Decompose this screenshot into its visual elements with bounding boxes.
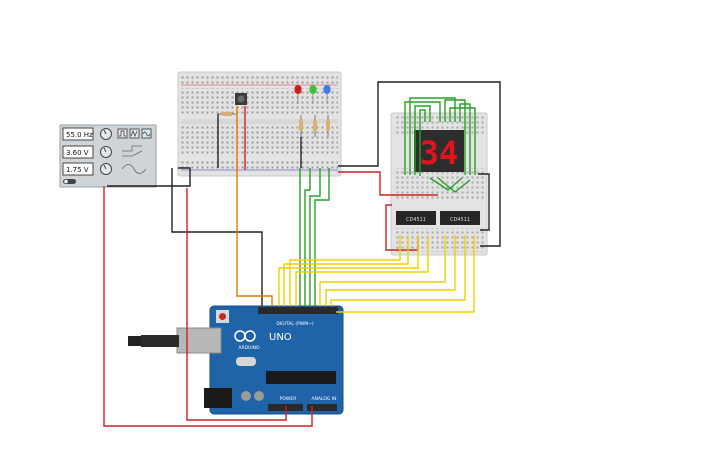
resistor-led-green [313,115,317,137]
wire-orange-button [236,106,273,306]
ic-left-label: CD4511 [406,217,426,223]
wire-green-seg-1 [404,101,441,175]
resistor-led-blue [326,115,330,137]
analog-header-label: ANALOG IN [311,396,336,402]
wire-yellow-4 [295,235,429,306]
resistor-button [218,112,236,116]
arduino-uno[interactable]: DIGITAL (PWM~) ARDUINO UNO POWER ANALOG … [128,305,344,415]
wire-black-gen-gnd [107,167,191,187]
digital-header [258,307,338,314]
wire-green-cross-2 [437,177,471,193]
wire-red-rail [338,171,438,196]
ic-decoder-right[interactable]: CD4511 [440,211,480,225]
wire-yellow-7 [330,235,466,306]
wire-green-4 [314,168,330,306]
wire-green-seg-5 [444,99,466,175]
wire-yellow-2 [283,235,409,306]
power-jack [204,388,232,408]
wire-green-3 [309,168,321,306]
triangle-wave-button-icon[interactable] [129,128,140,139]
wire-green-2 [304,168,311,306]
ic-decoder-left[interactable]: CD4511 [396,211,436,225]
power-header-label: POWER [280,396,297,402]
wire-green-seg-3 [414,105,431,175]
wire-yellow-6 [325,235,456,306]
frequency-display: 55.0 Hz [66,131,93,139]
led-1[interactable] [309,85,317,104]
wire-red-5v [186,188,287,421]
wire-green-cross-1 [429,177,463,191]
wire-yellow-5 [319,235,446,306]
led-0[interactable] [294,85,302,104]
arduino-brand: ARDUINO [238,345,260,351]
wire-black-loop [171,168,263,306]
usb-cable [141,335,179,347]
main-breadboard[interactable] [177,71,342,177]
wire-green-seg-2 [409,97,456,175]
wires[interactable] [103,81,501,427]
offset-display: 1.75 V [66,166,89,174]
wire-black-right [478,173,490,231]
wire-green-seg-7 [449,107,476,175]
digital-header-label: DIGITAL (PWM~) [276,321,314,327]
analog-header [307,404,337,411]
wire-green-seg-6 [459,103,471,175]
function-generator[interactable]: 55.0 Hz 3.60 V 1.75 V [59,124,157,188]
display-digits: 34 [420,134,459,172]
atmega-chip [266,371,336,384]
wire-red-gen-out [103,186,313,427]
wire-yellow-3 [278,235,419,306]
ic-right-label: CD4511 [450,217,470,223]
amplitude-display: 3.60 V [66,149,89,157]
wire-green-seg-4 [419,109,426,176]
crystal [236,357,256,366]
push-button[interactable] [235,93,247,105]
wire-yellow-8 [336,235,475,313]
square-wave-button-icon[interactable] [117,128,128,139]
wire-black-display-top [338,81,501,247]
usb-port [176,327,222,354]
led-2[interactable] [323,85,331,104]
resistor-led-red [299,115,303,137]
led-group[interactable] [294,85,331,104]
arduino-model: UNO [269,332,292,343]
seven-segment-display[interactable]: 34 [414,130,464,172]
wire-yellow-1 [289,235,401,306]
